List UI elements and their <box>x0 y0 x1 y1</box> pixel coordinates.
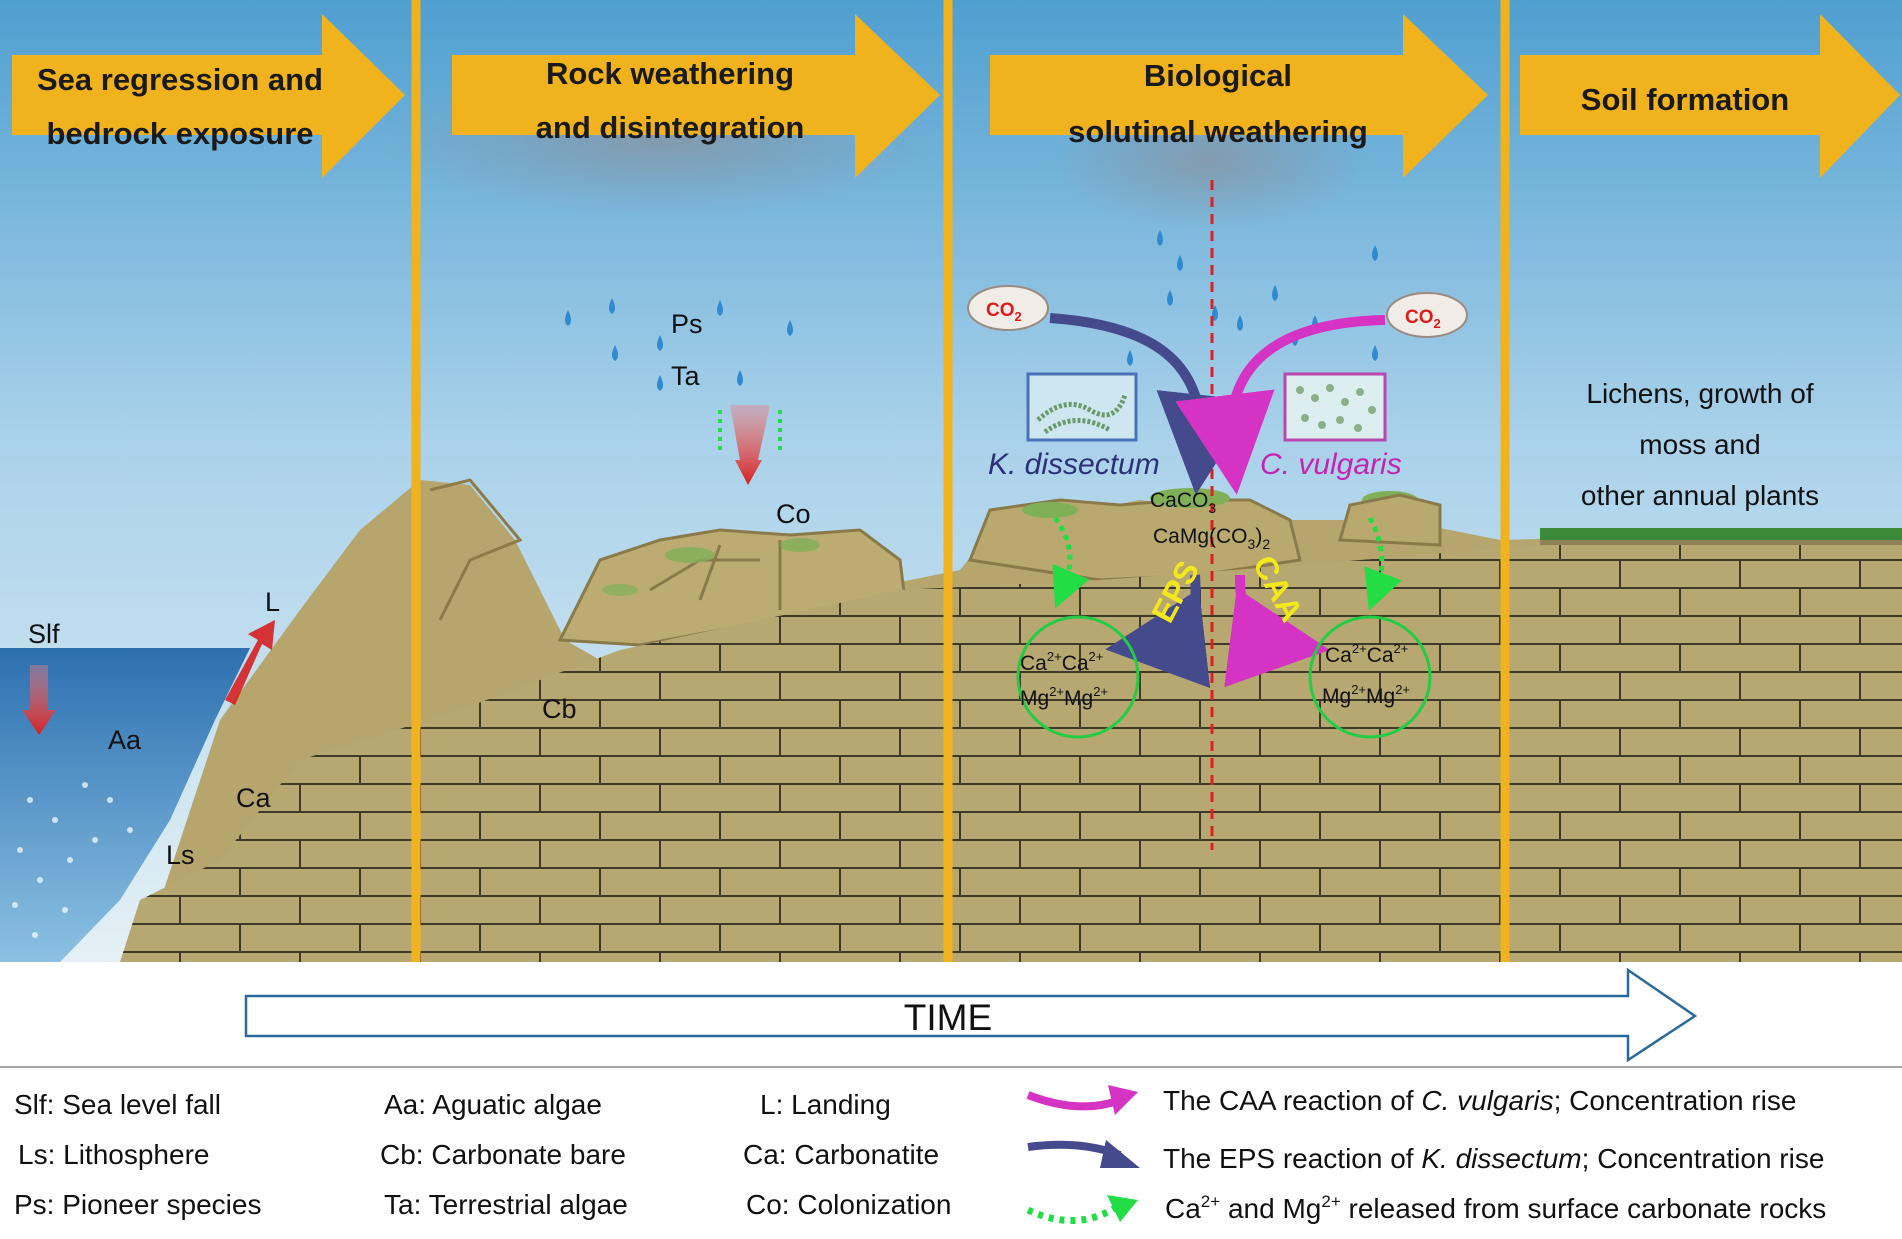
colonization-arrow <box>730 405 770 485</box>
ion-left-row-1: Ca2+Ca2+ <box>1020 649 1103 675</box>
rain-drops <box>565 230 1396 391</box>
legend-ca: Ca: Carbonatite <box>743 1139 939 1170</box>
caa-arrow-top <box>1175 315 1386 495</box>
legend-eps-text: The EPS reaction of K. dissectum; Concen… <box>1163 1143 1824 1174</box>
grass-layer <box>1540 528 1902 540</box>
label-ca: Ca <box>236 783 271 813</box>
legend-slf: Slf: Sea level fall <box>14 1089 221 1120</box>
eps-arrow-bottom <box>1105 574 1211 689</box>
label-aa: Aa <box>108 725 142 755</box>
label-ta: Ta <box>671 361 701 391</box>
chem-caco3: CaCO3 <box>1150 489 1216 516</box>
stage-2-line-2: and disintegration <box>536 110 805 145</box>
stage-1-line-2: bedrock exposure <box>46 116 313 151</box>
soil-text-line-1: Lichens, growth of <box>1586 378 1813 409</box>
legend-l: L: Landing <box>760 1089 891 1120</box>
label-ls: Ls <box>166 840 195 870</box>
ion-right-row-1: Ca2+Ca2+ <box>1325 641 1408 667</box>
ion-right-row-2: Mg2+Mg2+ <box>1322 682 1410 708</box>
sea-bubbles <box>12 782 133 938</box>
stage-1-line-1: Sea regression and <box>37 62 323 97</box>
ion-circle-left: Ca2+Ca2+ Mg2+Mg2+ <box>1016 615 1140 739</box>
mountain-ridge-lines <box>429 478 523 621</box>
legend-ls: Ls: Lithosphere <box>18 1139 209 1170</box>
c-vulgaris-micrograph <box>1283 372 1387 442</box>
stage-banner-2: Rock weathering and disintegration <box>452 14 940 178</box>
label-cb: Cb <box>542 694 577 724</box>
sea-water <box>0 648 250 962</box>
co2-left-text: CO2 <box>986 300 1022 324</box>
co2-cloud-left: CO2 <box>967 285 1049 331</box>
stage-4-line-1: Soil formation <box>1581 82 1789 117</box>
legend-aa: Aa: Aguatic algae <box>384 1089 602 1120</box>
stage-2-line-1: Rock weathering <box>546 56 794 91</box>
label-slf: Slf <box>28 619 60 649</box>
stage-3-line-1: Biological <box>1144 58 1292 93</box>
soil-text-line-3: other annual plants <box>1581 480 1819 511</box>
co2-right-text: CO2 <box>1405 307 1441 331</box>
chem-camg: CaMg(CO3)2 <box>1153 525 1270 552</box>
stage-banner-3: Biological solutinal weathering <box>990 14 1488 178</box>
legend-ion-arrow <box>1026 1204 1117 1224</box>
legend-caa-text: The CAA reaction of C. vulgaris; Concent… <box>1163 1085 1796 1116</box>
soil-text-line-2: moss and <box>1639 429 1760 460</box>
rock-outcrop-stage3 <box>967 488 1442 582</box>
stage-dividers <box>411 0 1510 962</box>
label-ps: Ps <box>671 309 703 339</box>
legend-arrows <box>1026 1085 1140 1224</box>
time-label: TIME <box>904 997 992 1038</box>
colonization-dots <box>718 410 782 450</box>
legend-co: Co: Colonization <box>746 1189 951 1220</box>
ion-left-row-2: Mg2+Mg2+ <box>1020 684 1108 710</box>
carbonate-strata <box>120 545 1902 962</box>
legend-abbreviations: Slf: Sea level fall Aa: Aguatic algae L:… <box>14 1089 951 1220</box>
legend-ion-text: Ca2+ and Mg2+ released from surface carb… <box>1165 1192 1826 1224</box>
species-c-vulgaris: C. vulgaris <box>1260 448 1402 481</box>
co2-cloud-right: CO2 <box>1386 292 1468 338</box>
label-co: Co <box>776 499 811 529</box>
legend-caa-arrow <box>1026 1091 1122 1111</box>
species-k-dissectum: K. dissectum <box>988 448 1160 481</box>
legend-ps: Ps: Pioneer species <box>14 1189 261 1220</box>
stage-banner-4: Soil formation <box>1520 14 1900 178</box>
ion-circle-right: Ca2+Ca2+ Mg2+Mg2+ <box>1308 615 1432 739</box>
time-arrow: TIME <box>244 967 1698 1063</box>
legend-ta: Ta: Terrestrial algae <box>384 1189 628 1220</box>
k-dissectum-micrograph <box>1026 372 1138 442</box>
legend-cb: Cb: Carbonate bare <box>380 1139 626 1170</box>
label-l: L <box>265 587 280 617</box>
landing-arrow <box>225 620 275 705</box>
caa-arrow-bottom <box>1224 574 1330 688</box>
stage-banner-1: Sea regression and bedrock exposure <box>12 14 405 178</box>
sea-level-fall-arrow <box>22 665 56 735</box>
stage-3-line-2: solutinal weathering <box>1068 114 1368 149</box>
